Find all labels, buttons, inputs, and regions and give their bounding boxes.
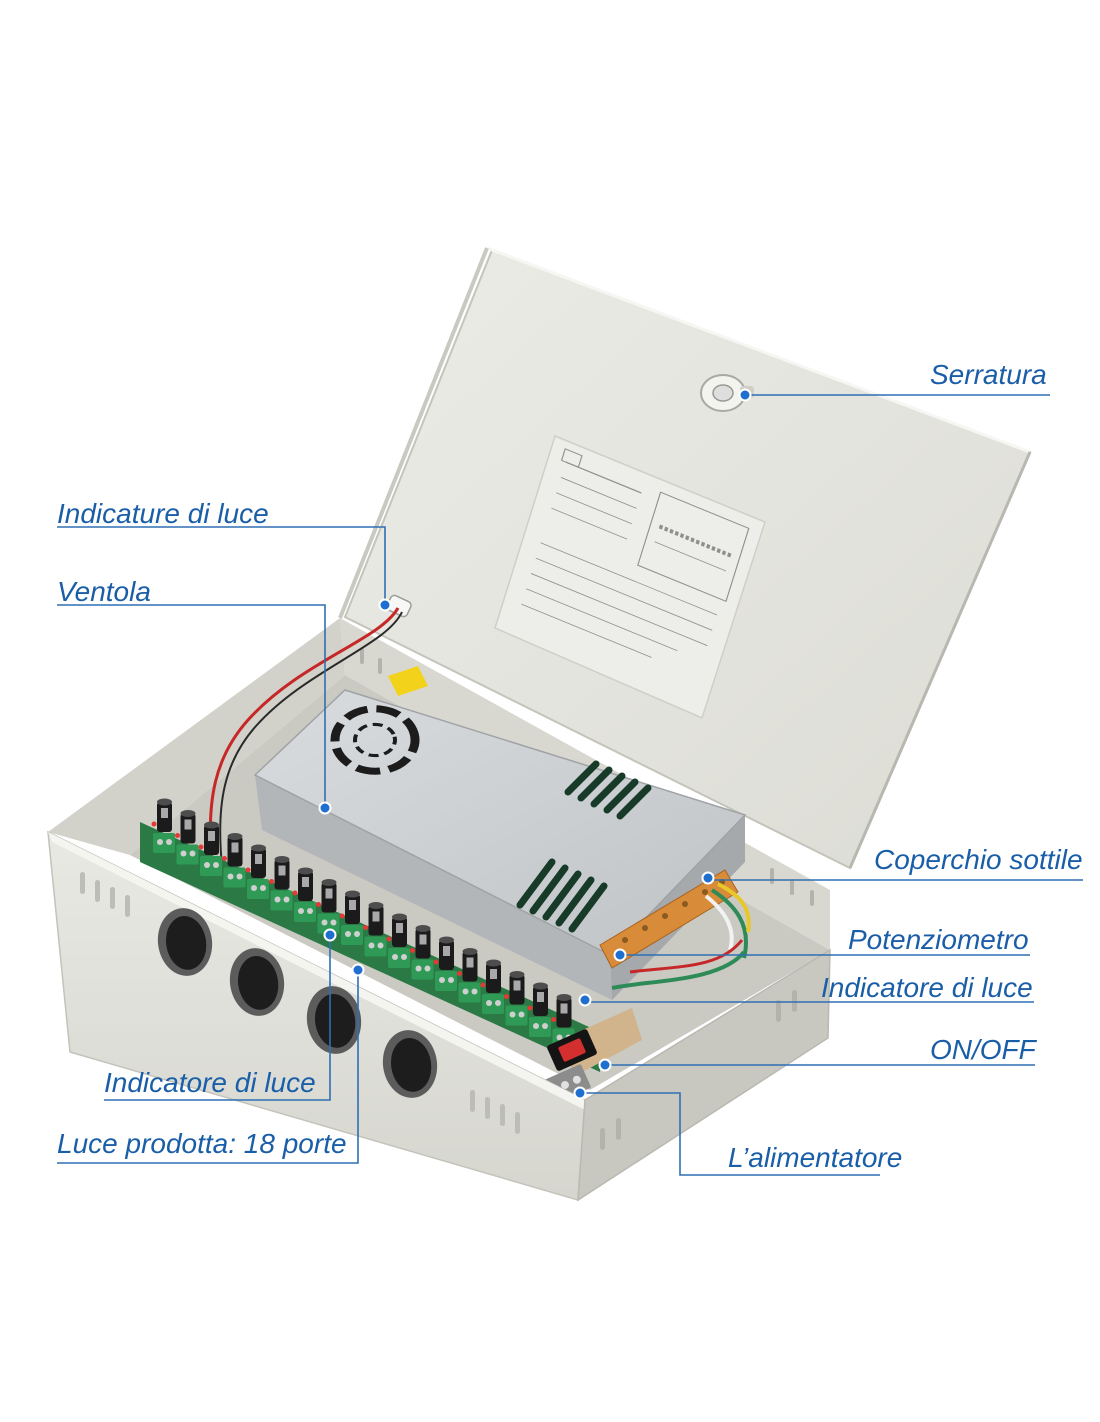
- callout-on-off: [598, 1058, 1035, 1072]
- wire-white: [704, 894, 734, 951]
- cable-hole: [306, 986, 362, 1054]
- box-front-rim: [48, 832, 585, 1110]
- psu-warning-label: [388, 666, 428, 696]
- callout-alimentatore: [573, 1086, 880, 1176]
- callout-coperchio-sottile: [701, 871, 1083, 885]
- box-left-wall: [48, 618, 345, 855]
- callout-serratura: [738, 388, 1050, 402]
- label-coperchio-sottile: Coperchio sottile: [874, 844, 1083, 875]
- lid-top-edge: [486, 246, 1031, 454]
- label-alimentatore: L’alimentatore: [728, 1142, 903, 1173]
- wire-yellow: [717, 882, 751, 933]
- cable-hole: [229, 948, 285, 1016]
- on-off-switch: [547, 1029, 597, 1071]
- callout-indicatore-di-luce-right: [578, 993, 1034, 1007]
- callout-ventola: [57, 604, 332, 815]
- indicator-black-wire: [219, 611, 403, 867]
- label-ventola: Ventola: [57, 576, 151, 607]
- front-panel-slots: [80, 872, 520, 1134]
- label-indicatore-di-luce-right: Indicatore di luce: [821, 972, 1033, 1003]
- callout-potenziometro: [613, 948, 1030, 962]
- lid-left-edge: [338, 247, 489, 619]
- psu-front-face: [255, 775, 612, 1000]
- right-panel-slots: [600, 990, 797, 1150]
- wire-bottom-green: [611, 950, 746, 990]
- label-luce-prodotta: Luce prodotta: 18 porte: [57, 1128, 347, 1159]
- label-on-off: ON/OFF: [930, 1034, 1036, 1065]
- fan-grille: [330, 705, 420, 775]
- lid-right-edge: [848, 451, 1032, 869]
- label-indicature-di-luce: Indicature di luce: [57, 498, 269, 529]
- callout-luce-prodotta: [57, 963, 365, 1164]
- callout-indicatore-di-luce-left: [104, 928, 337, 1101]
- lid-wiring-sticker: [494, 434, 766, 720]
- cable-hole: [382, 1030, 438, 1098]
- box-right-panel: [577, 948, 831, 1202]
- label-indicatore-di-luce-left: Indicatore di luce: [104, 1067, 316, 1098]
- psu-vents-front: [516, 858, 608, 933]
- cable-hole: [157, 908, 213, 976]
- label-serratura: Serratura: [930, 359, 1047, 390]
- wire-green: [710, 888, 748, 959]
- wire-bottom-red: [629, 939, 744, 974]
- label-potenziometro: Potenziometro: [848, 924, 1029, 955]
- callout-indicature-di-luce: [57, 526, 392, 612]
- psu-vents-rear: [564, 760, 652, 820]
- sticker-print: [521, 448, 750, 658]
- indicator-red-wire: [208, 607, 400, 867]
